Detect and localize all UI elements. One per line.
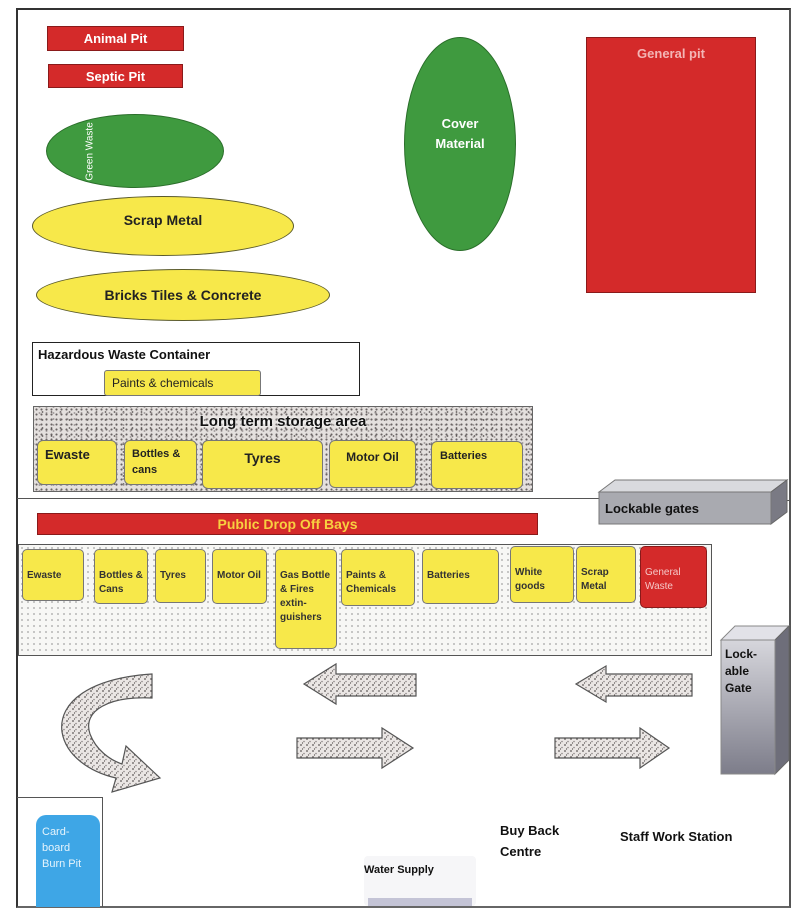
- lockable-gate-label: Lock-able Gate: [725, 647, 758, 695]
- long-term-ewaste-label: Ewaste: [45, 447, 90, 462]
- long-term-batteries: Batteries: [431, 441, 523, 489]
- divider-line: [17, 498, 617, 499]
- paints-chemicals-label: Paints & chemicals: [112, 376, 214, 390]
- bay-general-waste-label: General Waste: [645, 567, 681, 592]
- bay-ewaste-label: Ewaste: [27, 570, 62, 581]
- water-supply: Water Supply: [364, 856, 476, 906]
- long-term-motor-oil-label: Motor Oil: [346, 450, 399, 464]
- long-term-ewaste: Ewaste: [37, 440, 117, 485]
- septic-pit: Septic Pit: [48, 64, 183, 88]
- bay-white-goods-label: White goods: [515, 567, 545, 592]
- long-term-batteries-label: Batteries: [440, 450, 488, 462]
- long-term-bottles-cans: Bottles & cans: [124, 440, 197, 485]
- lockable-gates-block: [597, 479, 789, 525]
- bay-scrap-metal-label: Scrap Metal: [581, 567, 609, 592]
- bay-motor-oil-label: Motor Oil: [217, 570, 261, 581]
- water-supply-tank: [368, 898, 472, 906]
- bay-general-waste: General Waste: [640, 546, 707, 608]
- u-turn-arrow: [61, 673, 162, 793]
- buy-back-centre: Buy Back Centre: [500, 823, 560, 859]
- right-arrow-middle: [296, 726, 415, 770]
- water-supply-label: Water Supply: [364, 864, 434, 876]
- left-arrow-right: [574, 664, 693, 704]
- green-waste-area: Green Waste: [46, 114, 224, 188]
- bay-scrap-metal: Scrap Metal: [576, 546, 636, 603]
- staff-work-station: Staff Work Station: [620, 829, 733, 844]
- long-term-tyres-label: Tyres: [244, 450, 281, 466]
- bay-bottles-label: Bottles & Cans: [99, 570, 143, 595]
- scrap-metal-label: Scrap Metal: [123, 212, 203, 228]
- long-term-tyres: Tyres: [202, 440, 323, 489]
- traffic-arrows: [61, 662, 693, 793]
- bay-tyres-label: Tyres: [160, 570, 186, 581]
- cover-material-area: Cover Material: [404, 37, 516, 251]
- bay-bottles-cans: Bottles & Cans: [94, 549, 148, 604]
- paints-chemicals-box: Paints & chemicals: [104, 370, 261, 396]
- cardboard-burn-pit-label: Card-board Burn Pit: [42, 826, 82, 870]
- hazardous-waste-container: Hazardous Waste Container Paints & chemi…: [32, 342, 360, 396]
- bay-paints-label: Paints & Chemicals: [346, 570, 397, 595]
- bricks-tiles-concrete-area: Bricks Tiles & Concrete: [36, 269, 330, 321]
- bay-tyres: Tyres: [155, 549, 206, 603]
- bay-motor-oil: Motor Oil: [212, 549, 267, 604]
- bay-batteries-label: Batteries: [427, 570, 470, 581]
- long-term-motor-oil: Motor Oil: [329, 440, 416, 488]
- long-term-bottles-label: Bottles & cans: [132, 448, 181, 476]
- cardboard-burn-pit: Card-board Burn Pit: [36, 815, 100, 907]
- bay-gas-bottle-label: Gas Bottle & Fires extin-guishers: [280, 570, 331, 623]
- burn-pit-enclosure-side: [102, 797, 103, 907]
- bay-batteries: Batteries: [422, 549, 499, 604]
- lockable-gate-block: [719, 624, 791, 776]
- animal-pit: Animal Pit: [47, 26, 184, 51]
- hazardous-title: Hazardous Waste Container: [38, 347, 211, 362]
- bay-paints-chemicals: Paints & Chemicals: [341, 549, 415, 606]
- lockable-gates-label: Lockable gates: [605, 501, 699, 516]
- general-pit-label: General pit: [637, 46, 705, 61]
- cover-material-label: Cover Material: [435, 116, 485, 151]
- public-drop-off-title: Public Drop Off Bays: [37, 513, 538, 535]
- bay-ewaste: Ewaste: [22, 549, 84, 601]
- bricks-label: Bricks Tiles & Concrete: [104, 287, 262, 303]
- burn-pit-enclosure: [17, 797, 103, 798]
- scrap-metal-area: Scrap Metal: [32, 196, 294, 256]
- general-pit: General pit: [586, 37, 756, 293]
- bay-white-goods: White goods: [510, 546, 574, 603]
- left-arrow-middle: [302, 662, 417, 706]
- long-term-title: Long term storage area: [199, 413, 367, 430]
- right-arrow-right: [554, 726, 671, 770]
- bay-gas-bottle-extinguishers: Gas Bottle & Fires extin-guishers: [275, 549, 337, 649]
- green-waste-label: Green Waste: [84, 121, 96, 181]
